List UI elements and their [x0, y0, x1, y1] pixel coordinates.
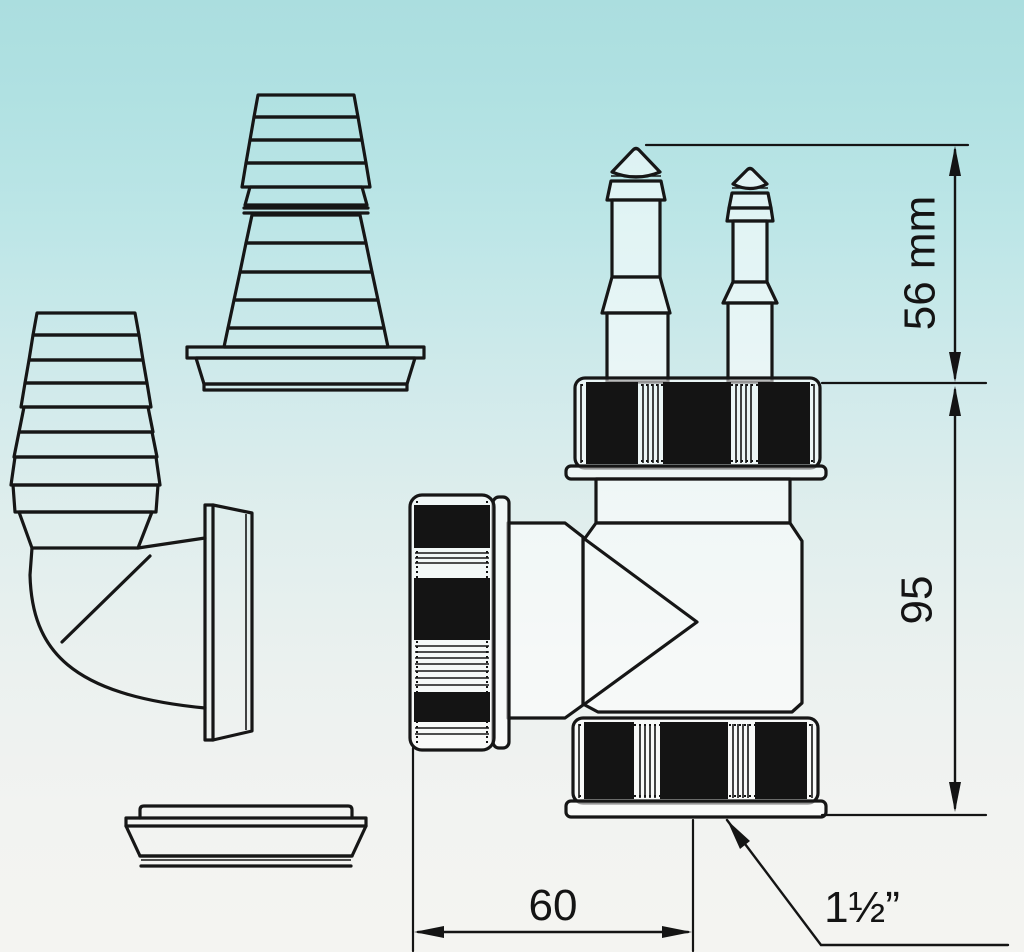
stepped-hose-adapter-elbow: [9, 311, 254, 742]
spigot-large: [600, 146, 672, 384]
dimension-60: 60: [411, 746, 695, 952]
sealing-washer: [124, 804, 368, 868]
side-tube: [506, 521, 585, 720]
leader-thread-size: 1½”: [725, 818, 1010, 947]
stepped-hose-adapter-upright: [185, 93, 426, 392]
top-nut-flange: [564, 464, 828, 481]
outlet-fitting-body: [408, 146, 828, 819]
spigot-small: [721, 166, 779, 384]
dim-label-95: 95: [893, 576, 942, 625]
adapter-base-flange: [185, 345, 426, 392]
dimension-95: 95: [820, 386, 988, 817]
dim-label-56mm: 56 mm: [896, 196, 945, 330]
internal-cone-chevron: [584, 538, 699, 705]
dim-label-60: 60: [529, 881, 578, 930]
top-union-nut: [573, 376, 822, 470]
side-union-nut: [408, 493, 511, 752]
upper-tube: [594, 477, 792, 525]
tee-body: [581, 521, 804, 714]
elbow-flange-disc: [203, 503, 254, 742]
thread-size-label: 1½”: [824, 883, 900, 932]
dimension-56mm: 56 mm: [644, 143, 988, 385]
elbow-bend: [28, 536, 207, 710]
bottom-union-nut: [571, 716, 820, 805]
bottom-nut-flange: [564, 799, 828, 819]
